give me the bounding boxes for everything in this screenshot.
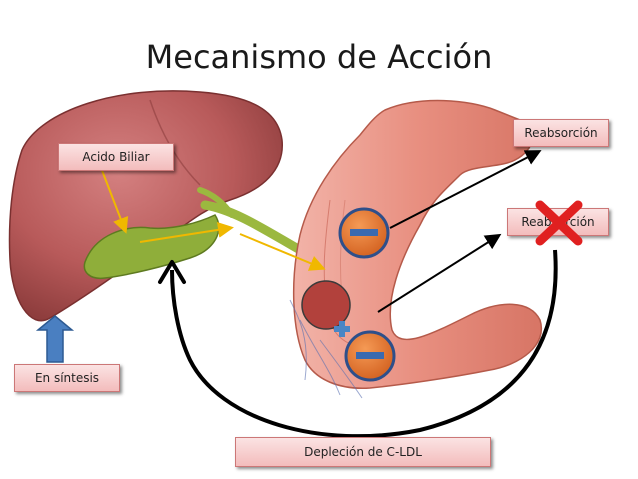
label-bile-acid: Acido Biliar bbox=[58, 143, 174, 171]
return-cycle-arrow bbox=[170, 249, 558, 439]
x-mark-icon bbox=[535, 200, 583, 246]
label-depletion: Depleción de C-LDL bbox=[235, 437, 491, 467]
resin-particle bbox=[301, 280, 351, 330]
intestine bbox=[292, 99, 543, 389]
bile-flow-arrow-3 bbox=[239, 233, 326, 271]
plus-icon bbox=[334, 321, 350, 337]
label-synthesis: En síntesis bbox=[14, 364, 120, 392]
reabsorption-arrow-blocked bbox=[377, 233, 502, 313]
bile-flow-arrow-1 bbox=[97, 159, 129, 234]
minus-icon-top bbox=[338, 207, 390, 259]
reabsorption-arrow-top bbox=[389, 150, 542, 229]
liver-organ bbox=[8, 90, 283, 322]
minus-icon-bottom bbox=[344, 330, 396, 382]
up-arrow-icon bbox=[35, 315, 75, 363]
label-reabsorption-top: Reabsorción bbox=[513, 119, 609, 147]
bile-flow-arrow-2 bbox=[139, 221, 234, 243]
page-title: Mecanismo de Acción bbox=[145, 38, 493, 76]
